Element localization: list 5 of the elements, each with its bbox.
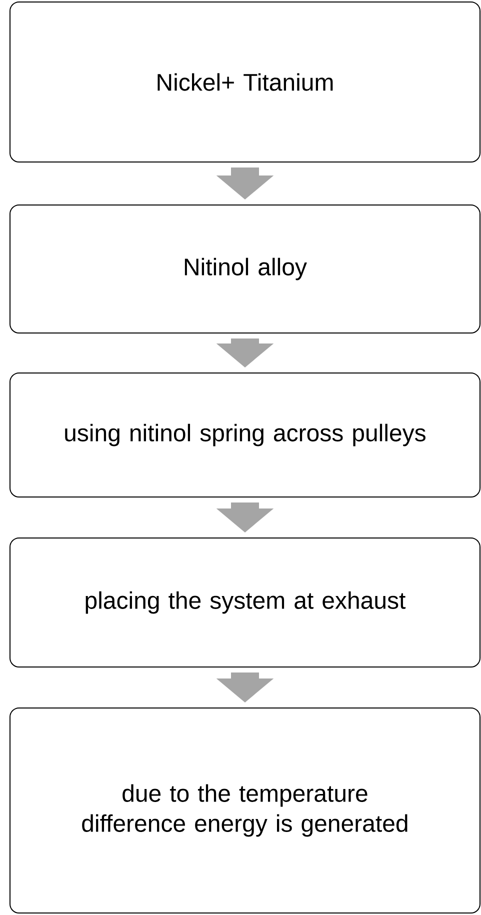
process-box: using nitinol spring across pulleys	[10, 372, 480, 498]
process-box: due to the temperature difference energy is generated	[10, 708, 480, 914]
process-box: Nickel+ Titanium	[10, 2, 480, 162]
process-box: placing the system at exhaust	[10, 538, 480, 668]
process-box: Nitinol alloy	[10, 204, 480, 334]
